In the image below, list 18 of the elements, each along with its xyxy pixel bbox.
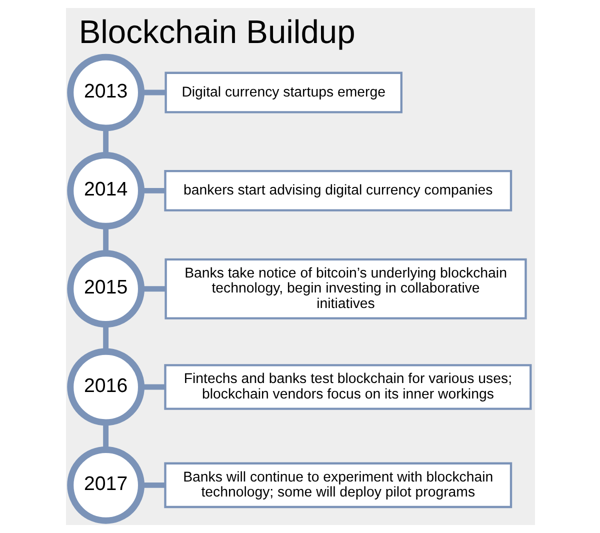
node-box: Digital currency startups emerge — [164, 72, 402, 114]
connector — [141, 90, 166, 96]
diagram-title: Blockchain Buildup — [78, 12, 355, 50]
node-box: bankers start advising digital currency companies — [164, 170, 512, 212]
node-box: Banks take notice of bitcoin’s underlying blockchain technology, begin investing in collaborative initiatives — [164, 258, 526, 320]
connector — [102, 128, 108, 155]
connector — [102, 324, 108, 352]
node-circle: 2017 — [66, 446, 144, 524]
node-box: Banks will continue to experiment with blockchain technology; some will deploy pilot programs — [164, 462, 512, 508]
node-circle: 2016 — [66, 348, 144, 426]
connector — [102, 422, 108, 450]
node-box: Fintechs and banks test blockchain for various uses; blockchain vendors focus on its inner workings — [164, 364, 532, 410]
node-circle: 2014 — [66, 152, 144, 230]
node-circle: 2015 — [66, 250, 144, 328]
connector — [141, 188, 165, 194]
connector — [141, 482, 165, 488]
node-circle: 2013 — [66, 54, 144, 132]
connector — [102, 226, 108, 254]
